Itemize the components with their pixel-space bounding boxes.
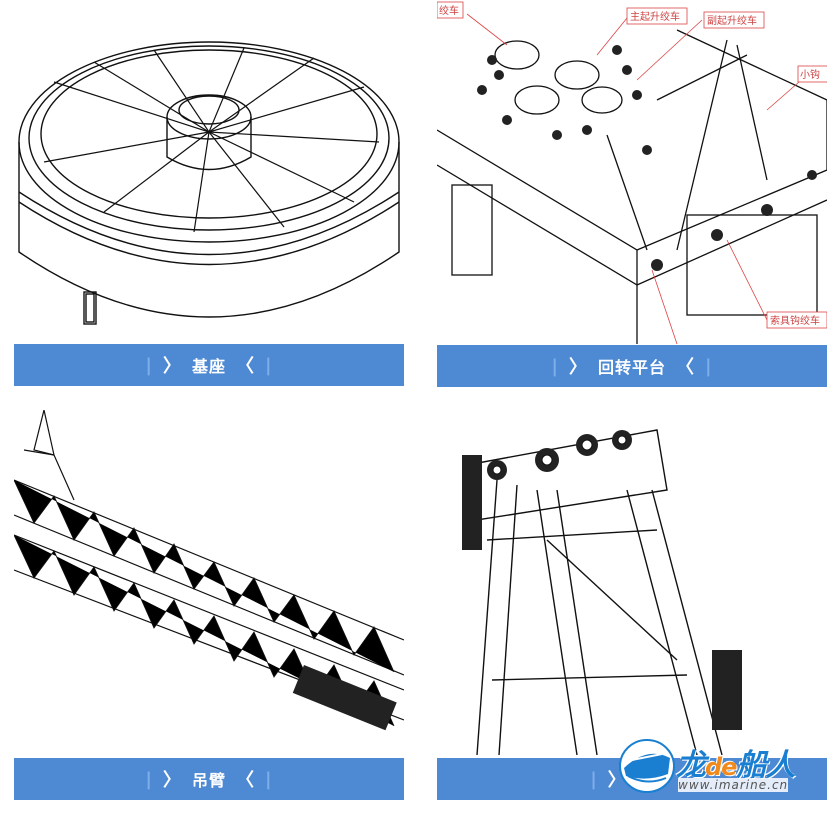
- chevron-right-icon: 〉: [162, 770, 182, 791]
- chevron-left-icon: |: [265, 768, 273, 790]
- chevron-right-icon: 〉: [568, 357, 588, 378]
- panel-slewing-banner[interactable]: | 〉 回转平台 〈 |: [437, 345, 827, 387]
- callout-winch: 绞车: [439, 4, 459, 17]
- chevron-left-icon: 〈: [236, 770, 255, 791]
- chevron-left-icon: |: [265, 354, 273, 376]
- boom-drawing: [14, 410, 404, 731]
- logo-url: www.imarine.cn: [678, 778, 789, 792]
- chevron-right-icon: |: [145, 354, 153, 376]
- ship-logo-icon: [619, 739, 675, 793]
- callout-small-hook: 小钩: [800, 69, 820, 81]
- chevron-right-icon: 〉: [162, 356, 182, 377]
- logo-brand-a: 龙: [676, 748, 706, 783]
- chevron-right-icon: |: [590, 768, 598, 790]
- panel-slewing-platform[interactable]: 绞车 主起升绞车 副起升绞车 小钩 索具钩绞车 | 〉 回转平台 〈 |: [437, 0, 827, 387]
- chevron-right-icon: |: [145, 768, 153, 790]
- chevron-left-icon: |: [705, 355, 713, 377]
- callout-luffing: 索具钩绞车: [770, 314, 820, 327]
- callout-aux-hoist: 副起升绞车: [707, 14, 757, 27]
- logo-brand-b: 船人: [736, 748, 795, 783]
- panel-base[interactable]: | 〉 基座 〈 |: [14, 22, 404, 387]
- panel-boom[interactable]: | 〉 吊臂 〈 |: [14, 410, 404, 800]
- chevron-left-icon: 〈: [236, 356, 255, 377]
- panel-boom-banner[interactable]: | 〉 吊臂 〈 |: [14, 758, 404, 800]
- aframe-drawing: [462, 429, 742, 755]
- chevron-right-icon: |: [551, 355, 559, 377]
- panel-title: 回转平台: [597, 358, 666, 377]
- logo-brand: 龙de船人: [676, 740, 795, 784]
- chevron-left-icon: 〈: [676, 357, 695, 378]
- logo-brand-de: de: [705, 753, 737, 781]
- base-ring-drawing: [18, 41, 400, 325]
- callout-main-hoist: 主起升绞车: [630, 10, 680, 23]
- watermark-logo: 龙de船人 www.imarine.cn: [618, 738, 823, 798]
- panel-title: 吊臂: [191, 771, 226, 790]
- slewing-platform-drawing: 绞车 主起升绞车 副起升绞车 小钩 索具钩绞车: [437, 1, 827, 344]
- panel-base-banner[interactable]: | 〉 基座 〈 |: [14, 344, 404, 386]
- panel-title: 基座: [191, 357, 226, 376]
